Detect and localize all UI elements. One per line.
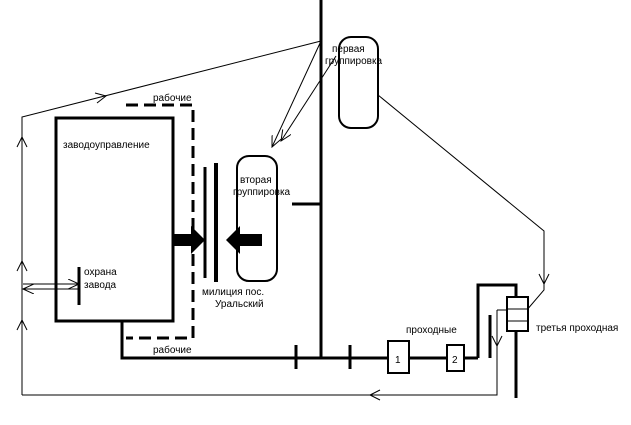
route-arrow-up-2 [16,259,28,272]
route-arrow-up-3 [16,318,28,331]
label-police-2: Уральский [215,299,264,310]
label-first-group-1: первая [332,44,365,55]
checkpoint-2-box [446,344,465,372]
checkpoint-1-box [387,340,410,374]
line-first-to-third [377,94,545,319]
label-third-checkpoint: третья проходная [536,323,618,334]
label-police-1: милиция пос. [202,287,264,298]
outer-bottom-route [22,310,498,396]
big-arrow-right [174,226,205,254]
label-second-group-2: группировка [233,187,291,198]
label-plant-guard-2: завода [84,280,117,291]
factory-building [54,116,175,323]
label-plant-guard-1: охрана [84,267,117,278]
big-arrow-left [226,226,262,254]
arrow-down-third [538,273,550,286]
bottom-thick-route [120,321,478,360]
label-first-group-2: группировка [325,56,383,67]
label-checkpoints: проходные [406,325,457,336]
label-second-group-1: вторая [240,175,272,186]
workers-dashed-path [126,103,195,340]
route-arrow-bottom [368,389,381,401]
second-group-capsule [236,155,278,282]
route-arrow-top [94,92,108,104]
arrow-first-to-second-b [281,55,337,141]
label-checkpoint-2: 2 [452,355,458,366]
label-workers-top: рабочие [153,92,192,104]
label-checkpoint-1: 1 [395,355,401,366]
label-factory-management: заводоуправление [63,140,150,151]
label-workers-bottom: рабочие [153,344,192,356]
third-checkpoint-path [476,283,518,398]
outer-left-route [21,40,322,395]
route-arrow-up-1 [16,135,28,148]
third-checkpoint-box [506,296,529,332]
arrow-first-to-second-a [272,40,322,147]
first-group-capsule [338,36,379,129]
arrow-down-outer [491,335,503,348]
